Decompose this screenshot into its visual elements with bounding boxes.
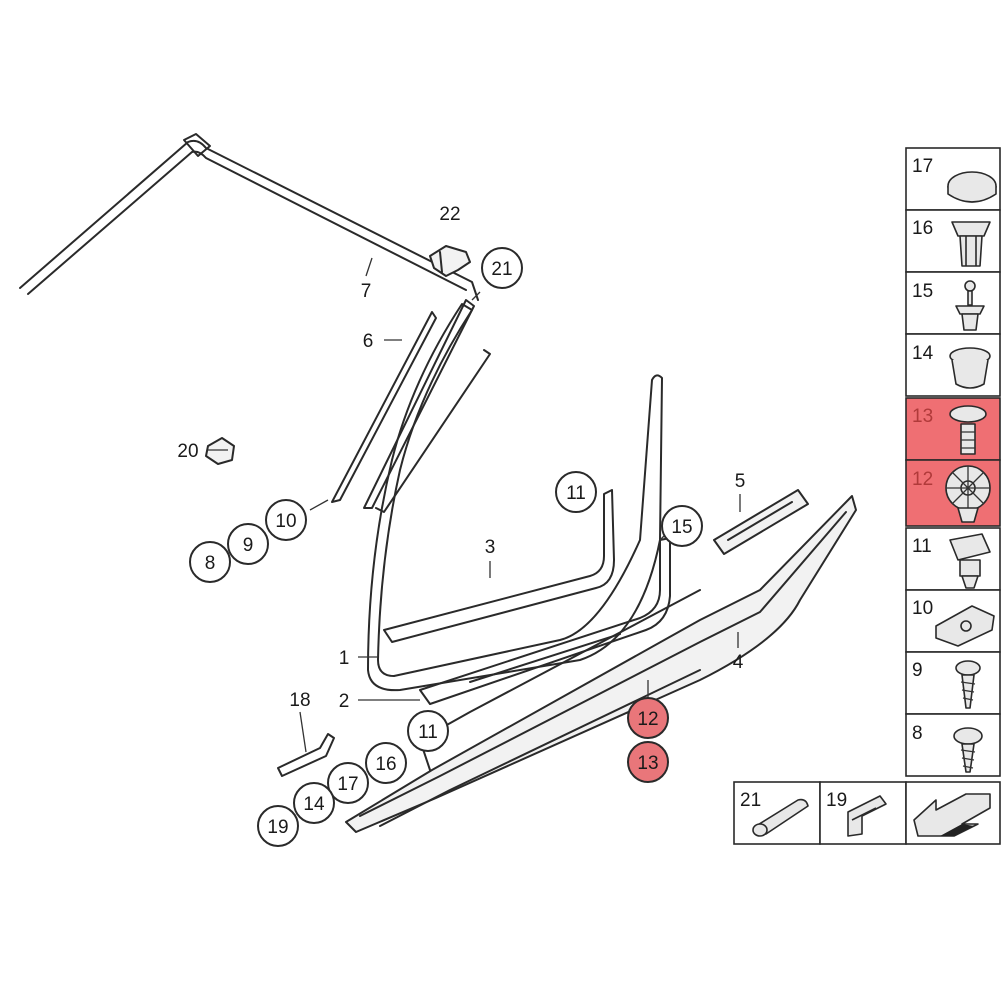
flange-screw-icon [953,727,983,773]
legend-row-10: 10 [905,589,1001,653]
a-pillar-trim-6 [331,299,491,513]
svg-text:19: 19 [267,817,288,838]
screw-rivet-icon [949,405,987,455]
svg-text:5: 5 [735,471,746,492]
spring-clip-icon [935,605,995,647]
svg-text:9: 9 [912,660,923,681]
legend-row-11: 11 [905,527,1001,591]
callout-11-lower: 11 [407,710,449,752]
legend-row-9: 9 [905,651,1001,715]
svg-text:15: 15 [912,281,933,302]
callout-14: 14 [293,782,335,824]
callout-8: 8 [189,541,231,583]
foam-plug-icon [752,798,809,837]
svg-text:13: 13 [912,406,933,427]
legend-row-13: 13 [905,397,1001,461]
callout-19: 19 [257,805,299,847]
callout-10: 10 [265,499,307,541]
side-skirt-4 [345,495,857,833]
callout-5: 5 [735,471,746,492]
svg-text:16: 16 [912,218,933,239]
svg-text:17: 17 [912,156,933,177]
callout-20: 20 [177,441,198,462]
svg-text:6: 6 [363,331,374,352]
tapping-screw-icon [955,660,981,709]
legend-cell-21: 21 [733,781,821,845]
callout-13-highlight: 13 [627,741,669,783]
callout-22: 22 [439,204,460,225]
svg-text:21: 21 [740,790,761,811]
svg-text:17: 17 [337,774,358,795]
grommet-icon [949,347,991,389]
jack-pad-5 [713,489,809,555]
callout-12-highlight: 12 [627,697,669,739]
bottom-legend: 21 19 [733,781,1001,845]
callout-4: 4 [733,652,744,673]
nut-20 [205,437,235,465]
expanding-nut-icon [945,465,991,523]
door-seal-1 [367,303,663,692]
edge-clip-icon [847,795,887,837]
parts-legend: 17 16 15 [905,147,1001,777]
svg-text:22: 22 [439,204,460,225]
svg-text:7: 7 [361,281,372,302]
callout-16: 16 [365,742,407,784]
callout-9: 9 [227,523,269,565]
callout-6: 6 [363,331,374,352]
svg-text:11: 11 [418,722,438,743]
callout-2: 2 [339,691,350,712]
trim-18 [277,733,335,777]
legend-row-16: 16 [905,209,1001,273]
svg-text:14: 14 [303,794,325,815]
svg-text:14: 14 [912,343,934,364]
svg-text:16: 16 [375,754,396,775]
sill-strip-3 [383,489,615,643]
svg-text:10: 10 [275,511,296,532]
push-pin-icon [955,280,985,331]
svg-text:1: 1 [339,648,350,669]
svg-text:12: 12 [912,469,933,490]
svg-text:19: 19 [826,790,847,811]
callout-21: 21 [481,247,523,289]
svg-text:13: 13 [637,753,658,774]
callout-18: 18 [289,690,310,711]
clip-nut-icon [949,533,991,589]
callout-3: 3 [485,537,496,558]
bracket-22 [429,245,471,277]
expanding-rivet-icon [951,221,991,267]
svg-text:21: 21 [491,259,512,280]
legend-row-14: 14 [905,333,1001,397]
callout-11-upper: 11 [555,471,597,513]
svg-text:8: 8 [205,553,216,574]
windshield-seal-7 [19,133,479,301]
svg-text:4: 4 [733,652,744,673]
svg-text:11: 11 [566,483,586,504]
legend-row-17: 17 [905,147,1001,211]
callout-7: 7 [361,281,372,302]
legend-cell-19: 19 [819,781,907,845]
svg-text:20: 20 [177,441,198,462]
arrow-icon [913,793,991,837]
legend-row-15: 15 [905,271,1001,335]
legend-row-12: 12 [905,459,1001,527]
cap-icon [947,171,997,203]
svg-text:18: 18 [289,690,310,711]
svg-text:11: 11 [912,536,932,557]
callout-15: 15 [661,505,703,547]
svg-text:8: 8 [912,723,923,744]
svg-text:2: 2 [339,691,350,712]
callout-17: 17 [327,762,369,804]
svg-text:3: 3 [485,537,496,558]
legend-cell-arrow [905,781,1001,845]
legend-row-8: 8 [905,713,1001,777]
svg-text:12: 12 [637,709,658,730]
callout-1: 1 [339,648,350,669]
svg-text:9: 9 [243,535,254,556]
svg-text:10: 10 [912,598,933,619]
svg-text:15: 15 [671,517,692,538]
